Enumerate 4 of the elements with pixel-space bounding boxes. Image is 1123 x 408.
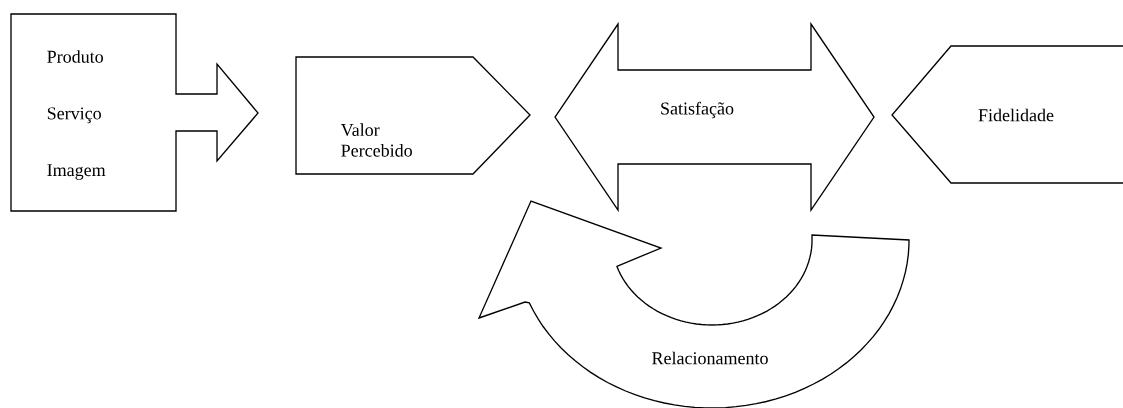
double-pointed-box: Satisfação xyxy=(554,21,875,213)
block-arrow-box: Produto Serviço Imagem xyxy=(10,13,259,212)
chevron-box: Fidelidade xyxy=(891,45,1123,184)
pentagon-box: Valor Percebido xyxy=(295,56,531,175)
